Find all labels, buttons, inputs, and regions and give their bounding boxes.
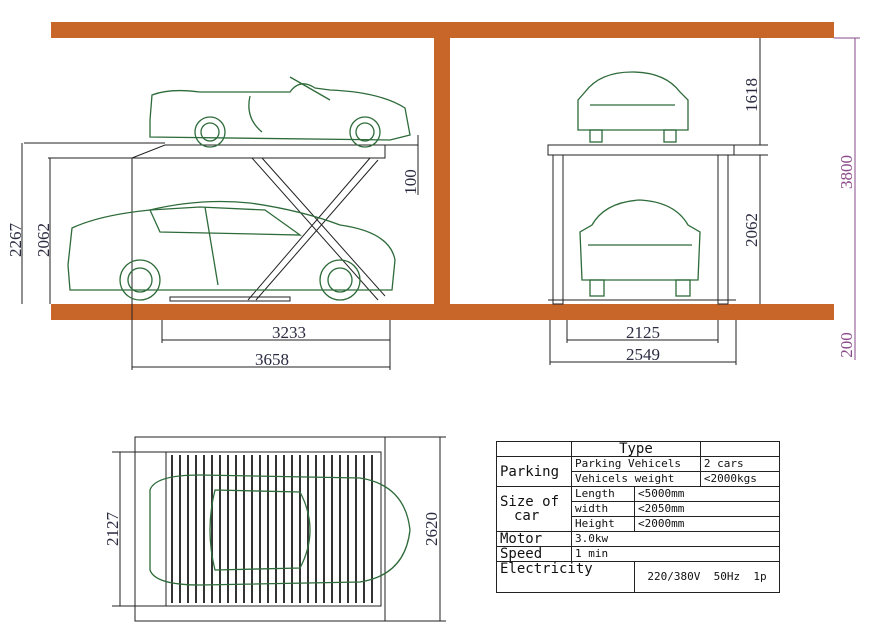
spec-vehicle-weight-label: Vehicels weight	[571, 471, 701, 487]
spec-speed-label: Speed	[496, 546, 572, 562]
dim-total-height: 2267	[6, 223, 25, 258]
lift-frame	[547, 144, 736, 305]
dim-pit-depth: 200	[837, 332, 856, 358]
dim-room-height: 3800	[837, 155, 856, 189]
spec-vehicle-weight-value: <2000kgs	[699, 471, 781, 487]
spec-length-value: <5000mm	[634, 486, 780, 502]
top-car-outline	[149, 474, 411, 586]
center-wall	[434, 38, 450, 304]
spec-type-header: Type	[571, 441, 701, 457]
lift-platform	[24, 142, 418, 304]
lower-car-rear	[579, 199, 701, 297]
platform-slats	[171, 455, 373, 603]
spec-electricity-value: 220/380V 50Hz 1p	[634, 561, 780, 593]
spec-height-label: Height	[571, 516, 635, 532]
side-view: 2267 2062 100 3233 3658	[6, 76, 420, 370]
spec-parking-vehicles-label: Parking Vehicels	[571, 456, 701, 472]
lower-car-sedan	[67, 200, 396, 301]
upper-car-convertible	[149, 76, 411, 148]
spec-motor-value: 3.0kw	[571, 531, 780, 547]
dim-upper-height: 1618	[742, 78, 761, 112]
floor-slab	[51, 304, 834, 320]
spec-width-label: width	[571, 501, 635, 517]
dim-top-inner-length: 2127	[103, 512, 122, 547]
spec-parking-label: Parking	[496, 456, 572, 487]
front-dimension-lines	[549, 38, 768, 365]
top-dimension-lines	[112, 436, 446, 622]
front-view: 1618 2062 3800 200 2125 2549	[547, 37, 860, 365]
height-dimension-lines	[834, 37, 860, 360]
ceiling-slab	[51, 22, 834, 38]
spec-length-label: Length	[571, 486, 635, 502]
spec-speed-value: 1 min	[571, 546, 780, 562]
dim-overall-length: 3658	[255, 350, 289, 369]
spec-parking-vehicles-value: 2 cars	[699, 456, 781, 472]
specification-table: Type Parking Parking Vehicels 2 cars Veh…	[496, 441, 781, 593]
spec-width-value: <2050mm	[634, 501, 780, 517]
side-dimension-lines	[21, 135, 419, 370]
top-view: 2127 2620	[103, 436, 446, 622]
upper-car-rear	[577, 71, 689, 143]
spec-height-value: <2000mm	[634, 516, 780, 532]
dim-platform-thickness: 100	[401, 169, 420, 195]
building-structure	[51, 22, 834, 320]
dim-overall-width: 2549	[626, 345, 660, 364]
spec-motor-label: Motor	[496, 531, 572, 547]
dim-inner-width: 2125	[626, 323, 660, 342]
dim-base-length: 3233	[272, 323, 306, 342]
spec-electricity-label: Electricity	[496, 561, 635, 593]
dim-lower-height: 2062	[742, 213, 761, 247]
dim-top-overall-length: 2620	[422, 512, 441, 546]
dim-clear-height: 2062	[34, 223, 53, 257]
